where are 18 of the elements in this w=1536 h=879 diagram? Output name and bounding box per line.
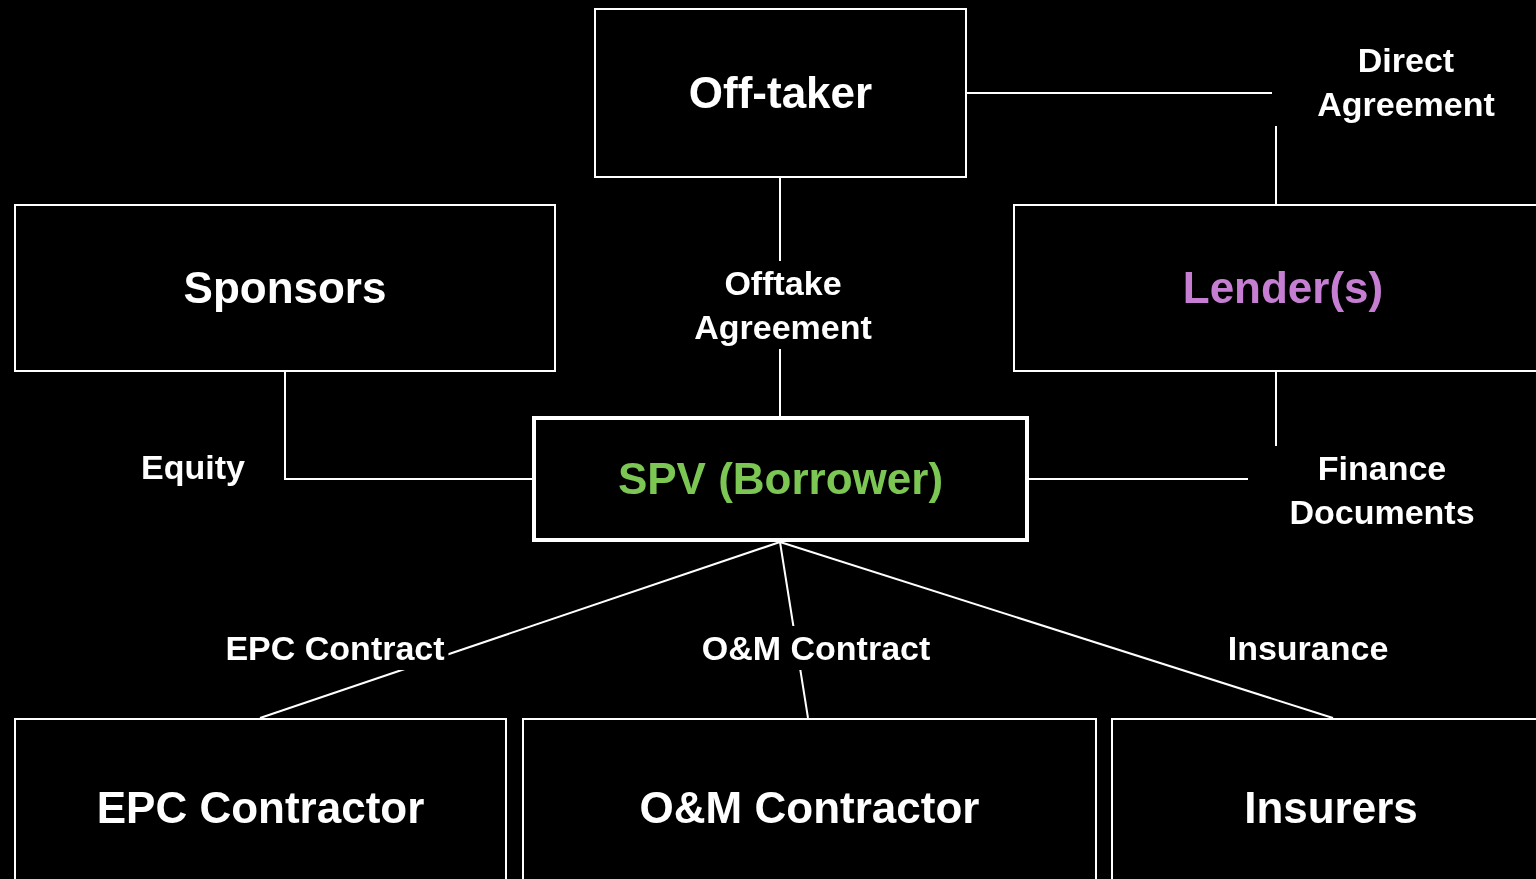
- connector-line: [284, 371, 533, 480]
- entity-box: [1111, 718, 1536, 879]
- entity-box: [594, 8, 967, 178]
- entity-box: [522, 718, 1097, 879]
- entity-box: [1013, 204, 1536, 372]
- entity-box: [532, 416, 1029, 542]
- entity-name: Lender(s): [1182, 263, 1384, 313]
- connector-line: [259, 541, 781, 719]
- entity-name: Sponsors: [183, 263, 387, 313]
- entity-name: O&M Contractor: [639, 783, 980, 833]
- entity-name: EPC Contractor: [96, 783, 425, 833]
- entity-name: Insurers: [1244, 783, 1418, 833]
- connector-line: [966, 92, 1277, 205]
- entity-name: SPV (Borrower): [617, 454, 944, 504]
- connector-line: [779, 541, 1334, 719]
- entity-name: Off-taker: [688, 68, 873, 118]
- entity-box: [14, 204, 556, 372]
- entity-box: [14, 718, 507, 879]
